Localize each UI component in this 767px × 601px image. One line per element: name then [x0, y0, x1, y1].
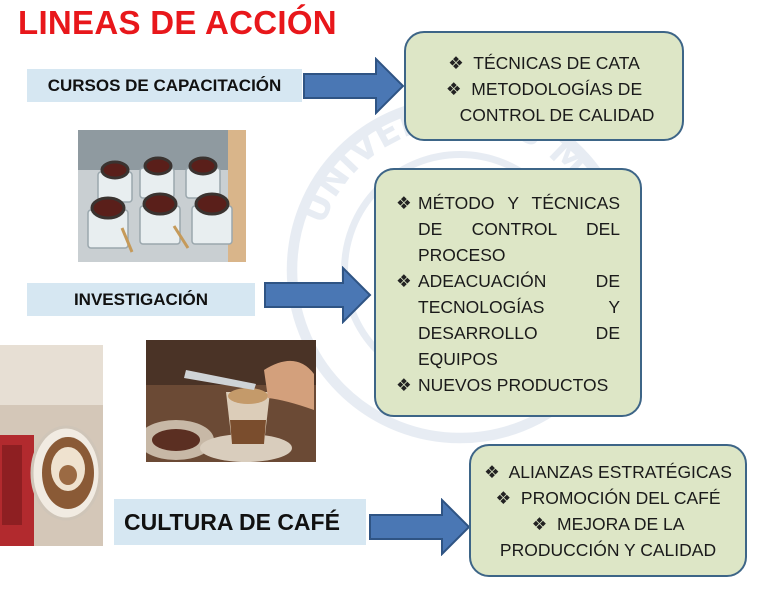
photo-latte-art	[0, 345, 103, 546]
list-item: ❖ADEACUACIÓN DE	[396, 268, 620, 294]
list-item: ❖ ALIANZAS ESTRATÉGICAS	[484, 462, 732, 482]
list-item-continuation: PROCESO	[418, 245, 506, 265]
diamond-bullet-icon: ❖	[484, 462, 500, 482]
diamond-bullet-icon: ❖	[531, 514, 548, 534]
arrow-right-icon	[303, 57, 405, 115]
list-item: ❖ TÉCNICAS DE CATA	[448, 53, 640, 73]
list-item: ❖ METODOLOGÍAS DE	[445, 79, 643, 99]
diamond-bullet-icon: ❖	[396, 271, 412, 291]
diamond-bullet-icon: ❖	[396, 193, 412, 213]
list-item: ❖NUEVOS PRODUCTOS	[396, 372, 620, 398]
list-item-continuation: PRODUCCIÓN Y CALIDAD	[499, 540, 717, 560]
diamond-bullet-icon: ❖	[445, 79, 462, 99]
list-item-continuation: DE CONTROL DEL	[418, 219, 620, 239]
list-item-continuation: EQUIPOS	[418, 349, 498, 369]
label-cultura-de-cafe: CULTURA DE CAFÉ	[114, 499, 366, 545]
arrow-right-icon	[264, 266, 372, 324]
list-item-continuation: TECNOLOGÍAS Y	[418, 297, 620, 317]
box-cultura-items: ❖ ALIANZAS ESTRATÉGICAS ❖ PROMOCIÓN DEL …	[469, 444, 747, 577]
arrow-right-icon	[369, 498, 471, 556]
label-investigacion: INVESTIGACIÓN	[27, 283, 255, 316]
diamond-bullet-icon: ❖	[448, 53, 464, 73]
list-item: ❖ PROMOCIÓN DEL CAFÉ	[495, 488, 721, 508]
diamond-bullet-icon: ❖	[396, 375, 412, 395]
diamond-bullet-icon: ❖	[495, 488, 512, 508]
list-item: ❖ MEJORA DE LA	[531, 514, 685, 534]
list-item-continuation: DESARROLLO DE	[418, 323, 620, 343]
photo-coffee-pour	[146, 340, 316, 462]
box-investigacion-items: ❖MÉTODO Y TÉCNICAS DE CONTROL DEL PROCES…	[374, 168, 642, 417]
list-item: ❖MÉTODO Y TÉCNICAS	[396, 190, 620, 216]
label-cursos-capacitacion: CURSOS DE CAPACITACIÓN	[27, 69, 302, 102]
page-title: LINEAS DE ACCIÓN	[18, 4, 337, 41]
photo-coffee-cupping	[78, 130, 246, 262]
box-cursos-items: ❖ TÉCNICAS DE CATA ❖ METODOLOGÍAS DE CON…	[404, 31, 684, 141]
list-item-continuation: CONTROL DE CALIDAD	[459, 105, 655, 125]
